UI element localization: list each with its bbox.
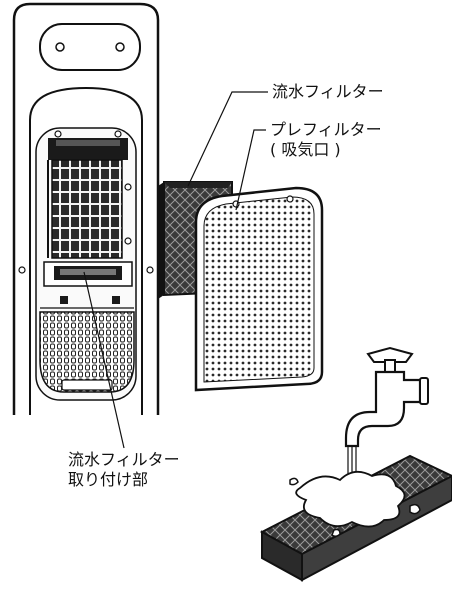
pre-filter-label: プレフィルター bbox=[270, 120, 382, 139]
faucet-illustration bbox=[344, 346, 429, 492]
leader-lines bbox=[83, 91, 268, 449]
purifier-body bbox=[12, 2, 160, 415]
mount-label-line2: 取り付け部 bbox=[68, 470, 149, 489]
pre-filter-panel bbox=[194, 186, 324, 392]
intake-label: ( 吸気口 ) bbox=[270, 140, 341, 159]
water-filter-label: 流水フィルター bbox=[272, 82, 384, 101]
mount-label-line1: 流水フィルター bbox=[68, 450, 180, 469]
washed-filter-block bbox=[259, 454, 452, 582]
